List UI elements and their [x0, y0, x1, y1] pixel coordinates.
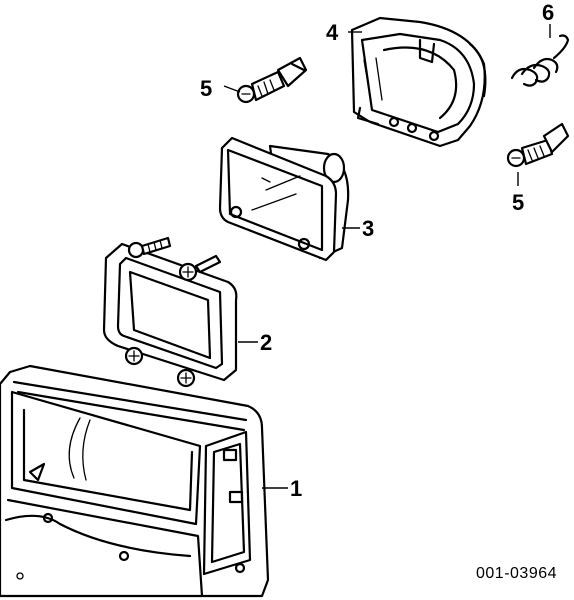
- sealed-beam-lamp: [218, 136, 350, 262]
- ring-screw-left: [124, 346, 144, 366]
- headlamp-housing: [350, 16, 487, 148]
- headlamp-bezel: [0, 364, 270, 598]
- callout-5-top: 5: [200, 76, 212, 101]
- callout-1: 1: [290, 476, 302, 501]
- callout-5-right: 5: [512, 190, 524, 215]
- leader-5-top: [223, 85, 241, 93]
- adjuster-spring: [510, 34, 570, 87]
- callout-2: 2: [260, 330, 272, 355]
- adjusting-screw-right: [506, 122, 570, 168]
- reference-code: 001-03964: [476, 565, 557, 582]
- ring-screw-top-left: [127, 236, 172, 259]
- callout-3: 3: [362, 216, 374, 241]
- leader-lines: [223, 24, 551, 489]
- ring-screw-bottom: [176, 368, 196, 388]
- ring-screw-top-right: [178, 254, 222, 282]
- callout-6: 6: [542, 0, 554, 25]
- mounting-ring: [102, 236, 238, 388]
- callout-4: 4: [326, 20, 339, 45]
- adjusting-screw-top: [236, 56, 308, 104]
